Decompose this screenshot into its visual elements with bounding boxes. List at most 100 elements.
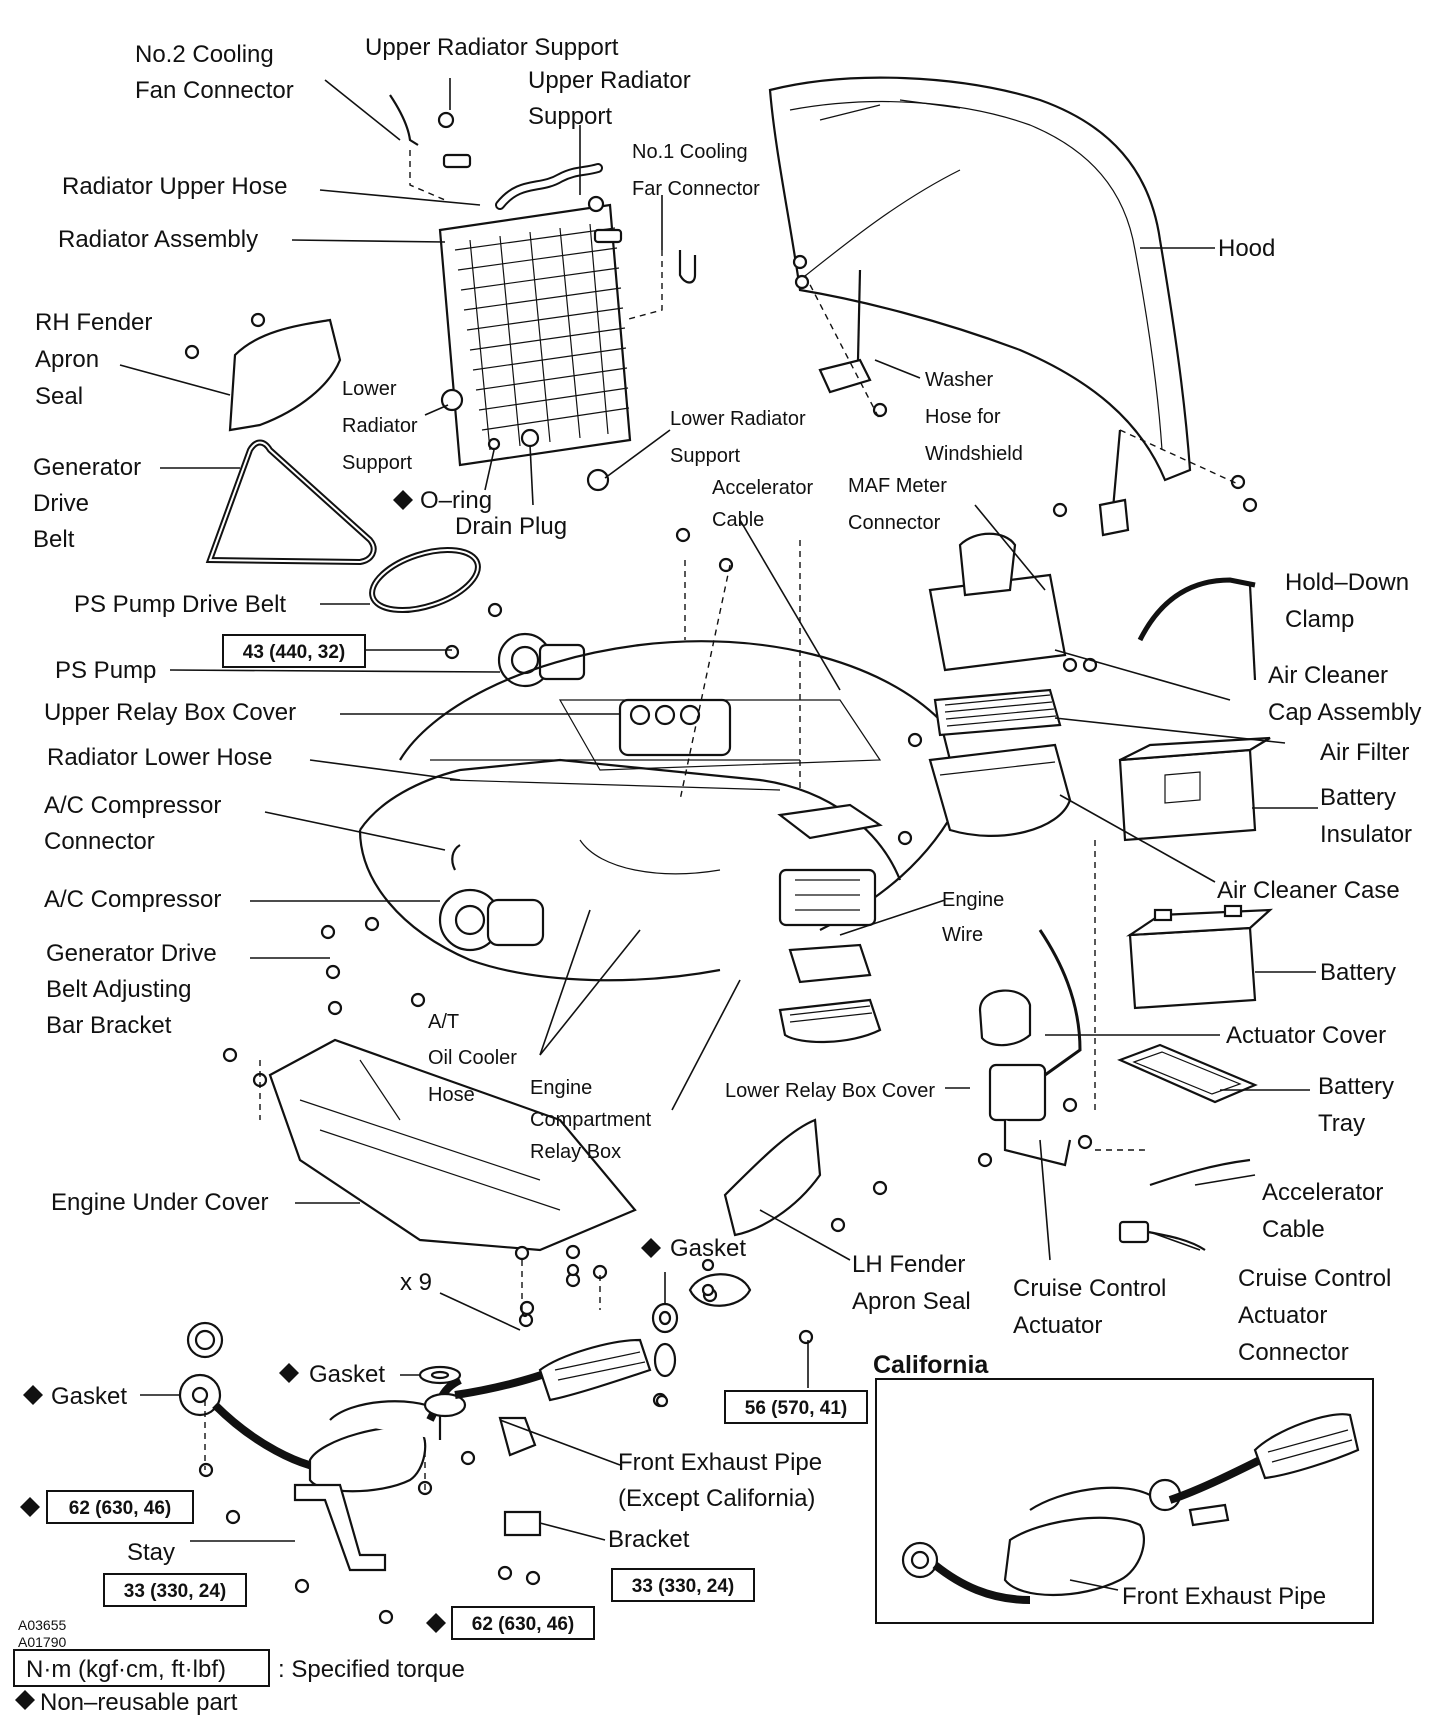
nonreusable-mark-oring bbox=[393, 490, 413, 510]
nonreusable-mark-gasket-c bbox=[23, 1385, 43, 1405]
torque-ps-pump: 43 (440, 32) bbox=[222, 634, 366, 668]
label-accelerator-cable-b-2: Cable bbox=[1262, 1216, 1325, 1243]
label-ac-compressor: A/C Compressor bbox=[44, 886, 221, 913]
engine-under-cover-drawing bbox=[268, 1038, 637, 1252]
label-california: California bbox=[873, 1351, 989, 1379]
label-x9: x 9 bbox=[400, 1269, 432, 1296]
legend-unit: N·m (kgf·cm, ft·lbf) bbox=[26, 1656, 226, 1683]
label-radiator-upper-hose: Radiator Upper Hose bbox=[62, 173, 287, 200]
label-bracket: Bracket bbox=[608, 1526, 690, 1553]
legend: N·m (kgf·cm, ft·lbf) : Specified torque … bbox=[13, 1649, 465, 1716]
label-front-exhaust-pipe: Front Exhaust Pipe bbox=[1122, 1583, 1326, 1610]
label-generator-belt-3: Belt bbox=[33, 526, 75, 553]
label-engine-compartment-relay-box-3: Relay Box bbox=[530, 1141, 621, 1163]
label-lower-rad-support-a-3: Support bbox=[342, 452, 412, 474]
label-no1-fan-connector-2: Far Connector bbox=[632, 178, 760, 200]
label-gasket-a: Gasket bbox=[670, 1235, 746, 1262]
label-accelerator-cable-a-2: Cable bbox=[712, 509, 764, 531]
torque-stay: 33 (330, 24) bbox=[103, 1573, 247, 1607]
label-radiator-assembly: Radiator Assembly bbox=[58, 226, 258, 253]
label-battery-tray-2: Tray bbox=[1318, 1110, 1365, 1137]
nonreusable-mark-torque-left bbox=[20, 1497, 40, 1517]
label-battery-insulator-1: Battery bbox=[1320, 784, 1396, 811]
label-cruise-control-connector-3: Connector bbox=[1238, 1339, 1349, 1366]
label-lower-rad-support-a-1: Lower bbox=[342, 378, 397, 400]
label-lower-relay-box-cover: Lower Relay Box Cover bbox=[725, 1080, 935, 1102]
nonreusable-legend-mark bbox=[15, 1690, 35, 1710]
label-air-cleaner-case: Air Cleaner Case bbox=[1217, 877, 1400, 904]
torque-ps-pump-text: 43 (440, 32) bbox=[243, 642, 345, 663]
hardware-bolts bbox=[184, 254, 1258, 1625]
label-at-oil-cooler-hose-2: Oil Cooler bbox=[428, 1047, 517, 1069]
legend-nonreusable: Non–reusable part bbox=[40, 1689, 238, 1716]
label-radiator-lower-hose: Radiator Lower Hose bbox=[47, 744, 272, 771]
label-ps-pump-drive-belt: PS Pump Drive Belt bbox=[74, 591, 286, 618]
label-ac-compressor-connector-1: A/C Compressor bbox=[44, 792, 221, 819]
label-no2-fan-connector-1: No.2 Cooling bbox=[135, 41, 274, 68]
label-battery-tray-1: Battery bbox=[1318, 1073, 1394, 1100]
label-washer-hose-1: Washer bbox=[925, 369, 994, 391]
assembly-lines bbox=[204, 150, 1241, 1490]
torque-exhaust-flange: 56 (570, 41) bbox=[724, 1390, 868, 1424]
nonreusable-mark-torque-bottom bbox=[426, 1613, 446, 1633]
label-upper-radiator-support-a: Upper Radiator Support bbox=[365, 34, 619, 61]
label-lower-rad-support-b-1: Lower Radiator bbox=[670, 408, 806, 430]
label-no1-fan-connector-1: No.1 Cooling bbox=[632, 141, 748, 163]
label-engine-compartment-relay-box-1: Engine bbox=[530, 1077, 592, 1099]
label-drain-plug: Drain Plug bbox=[455, 513, 567, 540]
label-air-filter: Air Filter bbox=[1320, 739, 1409, 766]
label-engine-wire-1: Engine bbox=[942, 889, 1004, 911]
label-hood: Hood bbox=[1218, 235, 1275, 262]
label-washer-hose-3: Windshield bbox=[925, 443, 1023, 465]
label-figure-code-b: A01790 bbox=[18, 1634, 66, 1650]
torque-bracket: 33 (330, 24) bbox=[611, 1568, 755, 1602]
label-upper-relay-box-cover: Upper Relay Box Cover bbox=[44, 699, 296, 726]
label-upper-radiator-support-b-1: Upper Radiator bbox=[528, 67, 691, 94]
label-gasket-b: Gasket bbox=[309, 1361, 385, 1388]
label-cruise-control-connector-2: Actuator bbox=[1238, 1302, 1327, 1329]
label-lower-rad-support-a-2: Radiator bbox=[342, 415, 418, 437]
hood-drawing bbox=[768, 76, 1192, 482]
torque-bracket-text: 33 (330, 24) bbox=[632, 1576, 734, 1597]
torque-specs: 43 (440, 32) 56 (570, 41) 62 (630, 46) 3… bbox=[20, 634, 868, 1640]
labels: No.2 Cooling Fan Connector Upper Radiato… bbox=[18, 34, 1421, 1650]
nonreusable-mark-gasket-a bbox=[641, 1238, 661, 1258]
torque-exhaust-flange-text: 56 (570, 41) bbox=[745, 1398, 847, 1419]
label-ps-pump: PS Pump bbox=[55, 657, 156, 684]
torque-manifold-left-text: 62 (630, 46) bbox=[69, 1498, 171, 1519]
label-upper-radiator-support-b-2: Support bbox=[528, 103, 612, 130]
nonreusable-mark-gasket-b bbox=[279, 1363, 299, 1383]
label-figure-code-a: A03655 bbox=[18, 1617, 66, 1633]
label-actuator-cover: Actuator Cover bbox=[1226, 1022, 1386, 1049]
label-accelerator-cable-a-1: Accelerator bbox=[712, 477, 813, 499]
label-air-cleaner-cap-2: Cap Assembly bbox=[1268, 699, 1421, 726]
label-at-oil-cooler-hose-1: A/T bbox=[428, 1011, 459, 1033]
radiator-drawing bbox=[438, 203, 632, 467]
label-washer-hose-2: Hose for bbox=[925, 406, 1001, 428]
label-front-exhaust-except-1: Front Exhaust Pipe bbox=[618, 1449, 822, 1476]
label-rh-fender-2: Apron bbox=[35, 346, 99, 373]
torque-manifold-bottom: 62 (630, 46) bbox=[426, 1606, 595, 1640]
label-engine-wire-2: Wire bbox=[942, 924, 983, 946]
label-maf-meter-connector-2: Connector bbox=[848, 512, 941, 534]
label-cruise-control-actuator-2: Actuator bbox=[1013, 1312, 1102, 1339]
label-hold-down-clamp-2: Clamp bbox=[1285, 606, 1354, 633]
label-cruise-control-connector-1: Cruise Control bbox=[1238, 1265, 1391, 1292]
front-exhaust-pipe-except-drawing bbox=[178, 1321, 677, 1493]
label-engine-compartment-relay-box-2: Compartment bbox=[530, 1109, 652, 1131]
label-gen-belt-bracket-3: Bar Bracket bbox=[46, 1012, 172, 1039]
label-battery-insulator-2: Insulator bbox=[1320, 821, 1412, 848]
torque-manifold-left: 62 (630, 46) bbox=[20, 1490, 194, 1524]
label-engine-under-cover: Engine Under Cover bbox=[51, 1189, 268, 1216]
label-rh-fender-3: Seal bbox=[35, 383, 83, 410]
label-hold-down-clamp-1: Hold–Down bbox=[1285, 569, 1409, 596]
label-ac-compressor-connector-2: Connector bbox=[44, 828, 155, 855]
label-stay: Stay bbox=[127, 1539, 175, 1566]
torque-stay-text: 33 (330, 24) bbox=[124, 1581, 226, 1602]
label-lh-fender-2: Apron Seal bbox=[852, 1288, 971, 1315]
torque-manifold-bottom-text: 62 (630, 46) bbox=[472, 1614, 574, 1635]
label-gen-belt-bracket-2: Belt Adjusting bbox=[46, 976, 191, 1003]
label-gasket-c: Gasket bbox=[51, 1383, 127, 1410]
label-o-ring: O–ring bbox=[420, 487, 492, 514]
